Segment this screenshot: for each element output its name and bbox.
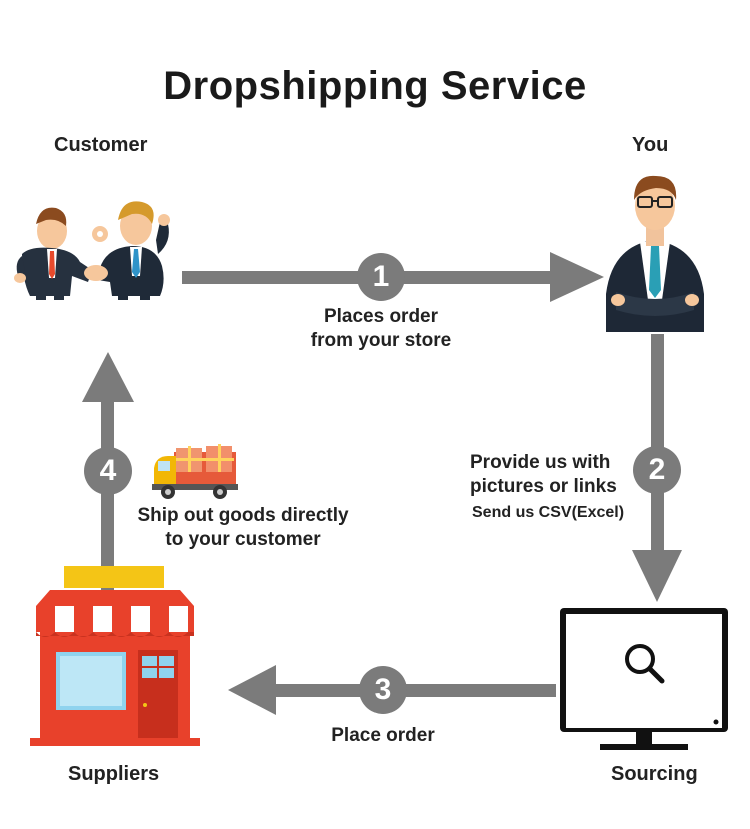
suppliers-label: Suppliers: [68, 763, 160, 785]
step-2-note: Send us CSV(Excel): [472, 504, 625, 521]
step-3-circle: [359, 666, 407, 714]
step-4-text: Ship out goods directly to your customer: [128, 504, 358, 552]
customer-label: Customer: [54, 134, 148, 156]
businessman-icon: [606, 175, 704, 332]
step-2-line-2: pictures or links: [470, 476, 617, 497]
you-label: You: [632, 134, 669, 156]
step-4-number: 4: [99, 454, 117, 487]
arrow-step-3: [228, 665, 556, 715]
monitor-search-icon: [560, 608, 728, 750]
storefront-icon: [30, 566, 200, 746]
step-3-number: 3: [374, 673, 392, 706]
step-1-number: 1: [372, 260, 390, 293]
step-1-circle: [357, 253, 405, 301]
step-2-circle: [633, 446, 681, 494]
sourcing-label: Sourcing: [611, 763, 698, 785]
arrow-step-2: [632, 334, 682, 602]
step-1-line-2: from your store: [310, 330, 452, 351]
step-2-line-1: Provide us with: [470, 452, 611, 473]
step-1-line-1: Places order: [323, 306, 439, 327]
step-4-line-2: to your customer: [165, 529, 321, 550]
handshake-businessmen-icon: [14, 201, 170, 300]
diagram-title: Dropshipping Service: [163, 64, 587, 108]
step-4-line-1: Ship out goods directly: [137, 505, 349, 526]
delivery-truck-icon: [152, 444, 238, 499]
step-3-text: Place order: [331, 725, 435, 746]
step-1-text: Places order from your store: [296, 305, 466, 353]
step-2-text: Provide us with pictures or links: [470, 451, 620, 499]
step-2-number: 2: [648, 453, 666, 486]
step-4-circle: [84, 447, 132, 495]
